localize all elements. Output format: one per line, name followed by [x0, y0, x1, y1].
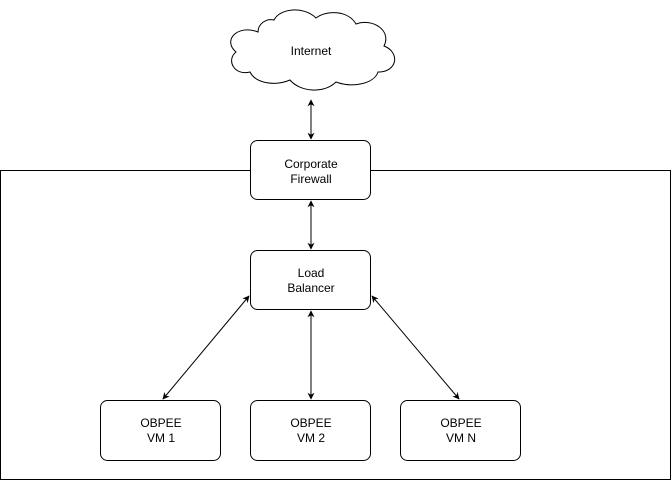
vmn-label-line2: VM N: [446, 431, 476, 445]
firewall-label-line1: Corporate: [284, 157, 338, 171]
firewall-box: [250, 140, 371, 200]
vm1-label-line2: VM 1: [147, 431, 175, 445]
internet-label: Internet: [291, 44, 332, 58]
vm2-box: [250, 400, 371, 461]
vm2-label-line1: OBPEE: [290, 416, 331, 430]
vm2-node: OBPEE VM 2: [250, 400, 371, 461]
firewall-label-line2: Firewall: [290, 172, 331, 186]
vm2-label-line2: VM 2: [297, 431, 325, 445]
cloud-shape: [230, 9, 395, 91]
load-balancer-box: [250, 250, 371, 310]
vm1-label-line1: OBPEE: [140, 416, 181, 430]
load-balancer-label-line2: Balancer: [287, 281, 334, 295]
internet-cloud: Internet: [230, 9, 395, 91]
vmn-label-line1: OBPEE: [440, 416, 481, 430]
firewall-node: Corporate Firewall: [250, 140, 371, 200]
vm1-box: [100, 400, 221, 461]
vmn-box: [400, 400, 521, 461]
vm1-node: OBPEE VM 1: [100, 400, 221, 461]
vmn-node: OBPEE VM N: [400, 400, 521, 461]
load-balancer-label-line1: Load: [298, 266, 325, 280]
load-balancer-node: Load Balancer: [250, 250, 371, 310]
edge-loadbalancer-vm1: [162, 295, 250, 400]
edge-loadbalancer-vmn: [371, 295, 460, 400]
